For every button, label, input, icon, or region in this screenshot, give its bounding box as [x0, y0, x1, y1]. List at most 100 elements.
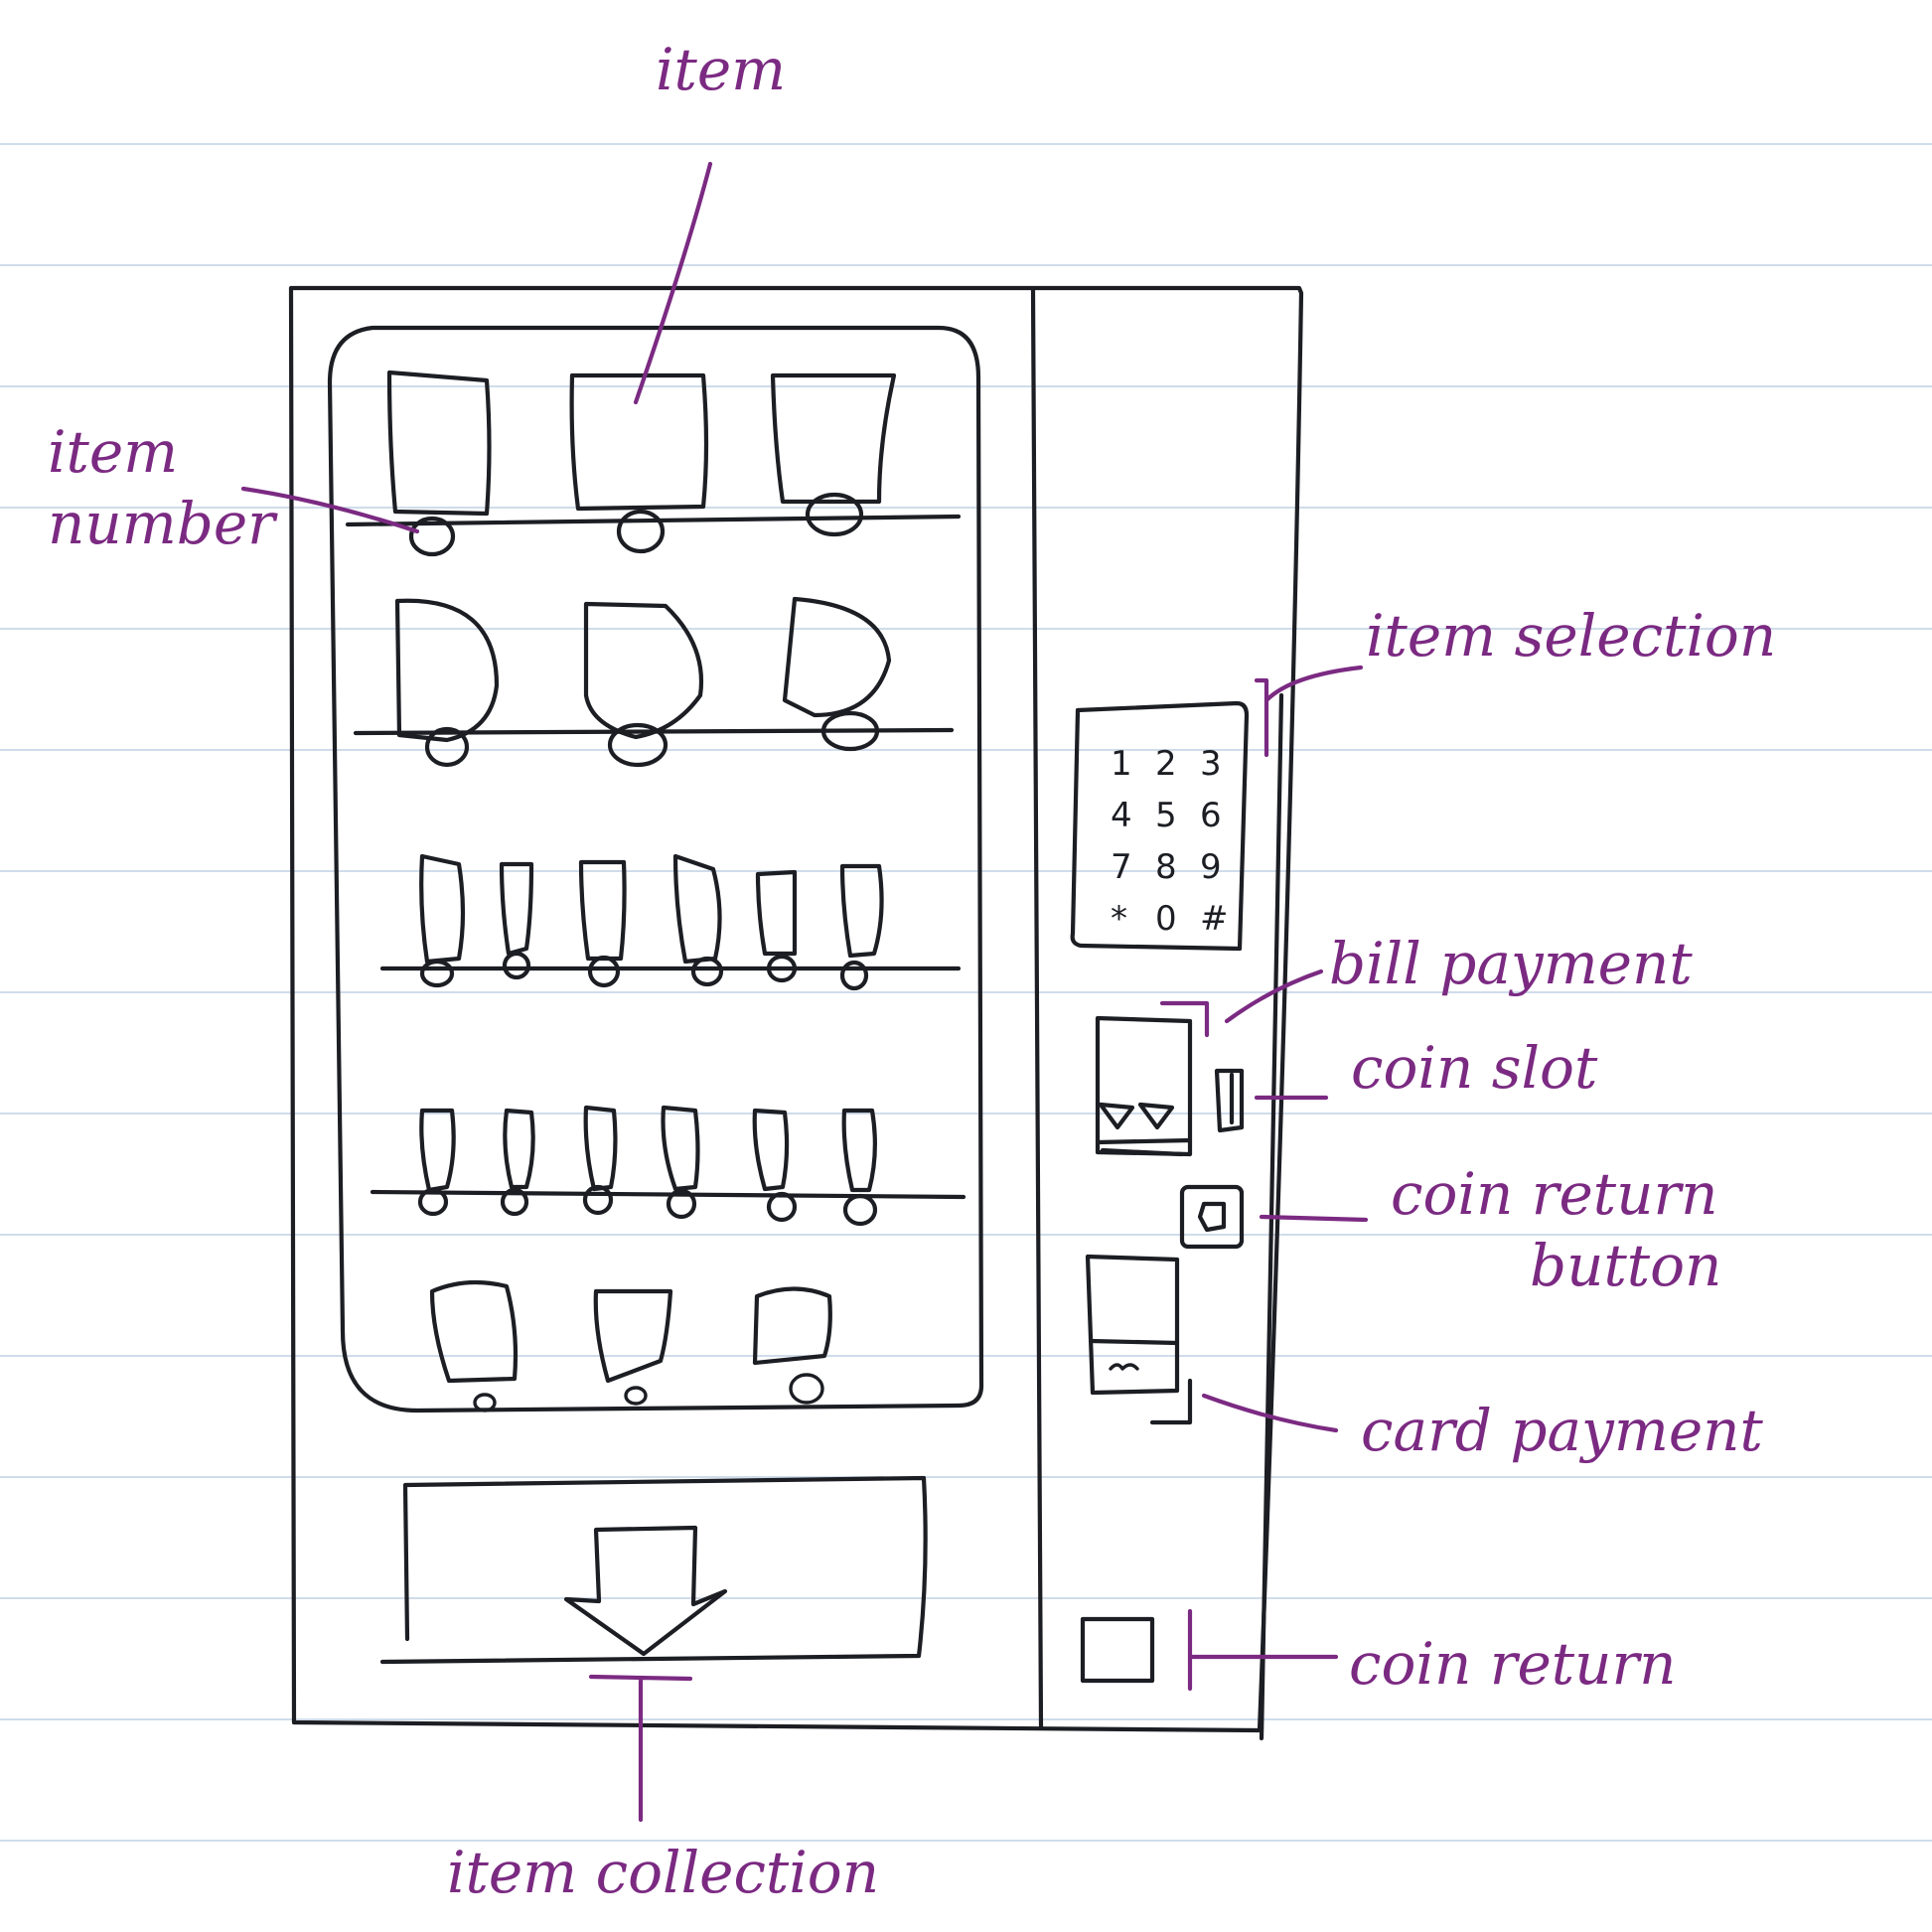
item-number-marker — [690, 956, 724, 987]
bill-acceptor[interactable] — [1095, 1015, 1193, 1157]
keypad-key[interactable]: 5 — [1155, 796, 1177, 835]
item[interactable] — [752, 1286, 832, 1366]
keypad-key[interactable]: 8 — [1155, 847, 1177, 887]
item[interactable] — [841, 1108, 877, 1193]
label-coin-return: coin return — [1349, 1630, 1677, 1698]
card-slot-outline — [1085, 1254, 1180, 1396]
item-number-marker — [424, 726, 470, 768]
item[interactable] — [839, 863, 884, 959]
bill-arrow-left-icon — [1098, 1102, 1135, 1130]
item-number-marker — [805, 492, 864, 537]
leader-item-number — [240, 486, 420, 534]
keypad-key[interactable]: 6 — [1200, 796, 1222, 835]
item-number-marker — [624, 1386, 648, 1406]
item[interactable] — [499, 861, 534, 957]
leader-item-collection — [588, 1674, 693, 1823]
coin-return-button-frame — [1179, 1184, 1245, 1250]
item-collection-tray[interactable] — [379, 1475, 928, 1665]
coin-return-button-icon — [1197, 1201, 1227, 1233]
annotation-leaders — [240, 161, 1369, 1823]
display-window — [327, 325, 984, 1413]
machine-outline — [288, 285, 1304, 1733]
item[interactable] — [503, 1108, 535, 1190]
keypad-key[interactable]: # — [1200, 899, 1229, 939]
leader-coin-return — [1187, 1608, 1339, 1692]
item-number-marker — [766, 1191, 798, 1223]
item[interactable] — [770, 372, 897, 505]
item[interactable] — [583, 601, 704, 740]
item[interactable] — [419, 1108, 456, 1193]
leader-bill-payment — [1159, 968, 1324, 1038]
keypad-key[interactable]: 9 — [1200, 847, 1222, 887]
item[interactable] — [386, 370, 492, 517]
item[interactable] — [593, 1288, 673, 1384]
bill-arrow-right-icon — [1137, 1102, 1175, 1130]
down-arrow-icon — [563, 1525, 728, 1657]
label-card-payment: card payment — [1361, 1397, 1764, 1464]
card-reader[interactable] — [1085, 1254, 1193, 1425]
card-symbol — [1109, 1363, 1139, 1371]
coin-return[interactable] — [1080, 1616, 1155, 1684]
item[interactable] — [755, 869, 798, 957]
bill-slot-line — [1100, 1147, 1185, 1157]
item[interactable] — [578, 859, 627, 962]
item-number-marker — [500, 1187, 529, 1217]
item[interactable] — [429, 1279, 519, 1384]
shelf-row-5 — [429, 1279, 832, 1412]
machine-body — [288, 285, 1304, 1741]
item-number-marker — [582, 1184, 614, 1216]
keypad-key[interactable]: * — [1111, 899, 1127, 939]
shelf — [370, 1189, 966, 1200]
item[interactable] — [752, 1108, 790, 1192]
keypad-key[interactable]: 4 — [1111, 796, 1132, 835]
shelf-row-3 — [379, 853, 962, 991]
item-number-marker — [789, 1373, 824, 1405]
item-number-marker — [473, 1393, 497, 1412]
keypad-outline — [1070, 700, 1250, 952]
card-bracket — [1149, 1378, 1193, 1425]
label-bill-payment: bill payment — [1329, 930, 1693, 997]
keypad-key[interactable]: 1 — [1111, 744, 1132, 784]
keypad-key[interactable]: 3 — [1200, 744, 1222, 784]
item-number-marker — [417, 1187, 449, 1217]
label-coin-slot: coin slot — [1351, 1034, 1598, 1102]
label-line: button — [1530, 1232, 1721, 1299]
keypad-key[interactable]: 2 — [1155, 744, 1177, 784]
leader-card-payment — [1201, 1393, 1339, 1433]
keypad-key[interactable]: 7 — [1111, 847, 1132, 887]
item-number-marker — [842, 1193, 878, 1227]
coin-return-button[interactable] — [1179, 1184, 1245, 1250]
leader-coin-return-button — [1259, 1214, 1369, 1223]
shelf-row-2 — [353, 596, 955, 768]
coin-slot[interactable] — [1214, 1068, 1245, 1133]
panel-divider — [1030, 287, 1044, 1729]
bill-slot-line — [1095, 1137, 1193, 1145]
item-number-marker — [419, 959, 455, 988]
item-number-marker — [666, 1188, 697, 1220]
item[interactable] — [394, 598, 500, 743]
item[interactable] — [782, 596, 892, 718]
item-number-marker — [839, 960, 869, 991]
item-number-marker — [587, 955, 621, 988]
item[interactable] — [583, 1105, 618, 1192]
bill-slot-outline — [1095, 1015, 1193, 1157]
paper-ruled-lines — [0, 143, 1932, 1842]
shelf — [345, 514, 962, 527]
label-item: item — [656, 36, 786, 103]
item-number-marker — [408, 516, 456, 557]
item-number-marker — [766, 954, 798, 983]
keypad-key[interactable]: 0 — [1155, 899, 1177, 939]
item-number-marker — [502, 951, 531, 980]
item[interactable] — [419, 853, 466, 965]
label-item-collection: item collection — [447, 1839, 879, 1906]
label-line: item — [48, 418, 178, 486]
item[interactable] — [569, 372, 709, 512]
item-number-marker — [607, 722, 669, 768]
item-number-marker — [820, 710, 880, 752]
card-slot-window — [1088, 1338, 1180, 1346]
item[interactable] — [661, 1105, 700, 1192]
